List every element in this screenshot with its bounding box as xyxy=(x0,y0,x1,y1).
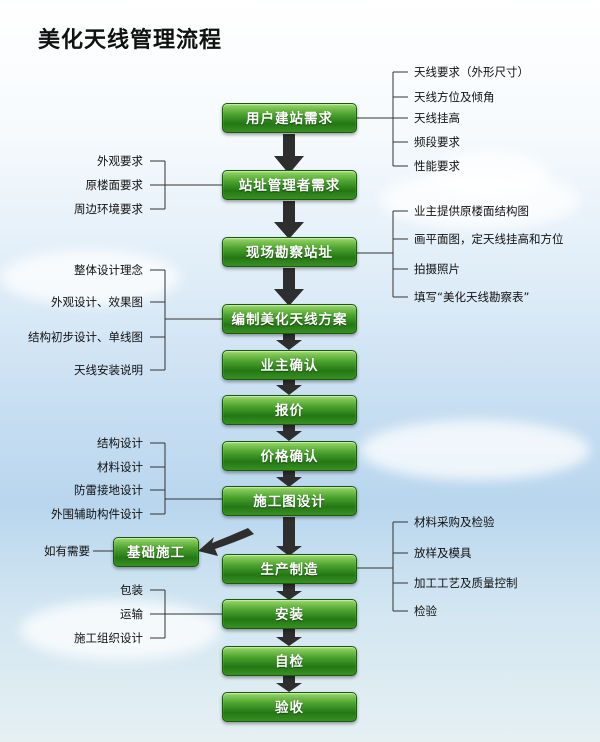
annotation-construction-drawing: 防雷接地设计 xyxy=(74,483,143,497)
annotation-design-plan: 结构初步设计、单线图 xyxy=(28,330,143,344)
step-site-survey: 现场勘察站址 xyxy=(222,237,357,267)
page-title: 美化天线管理流程 xyxy=(38,28,223,53)
annotation-site-survey: 业主提供原楼面结构图 xyxy=(414,204,529,218)
annotation-design-plan: 外观设计、效果图 xyxy=(51,295,143,309)
annotation-production: 放样及模具 xyxy=(414,546,472,560)
annotation-install: 包装 xyxy=(120,583,143,597)
cloud xyxy=(430,150,550,200)
annotation-design-plan: 整体设计理念 xyxy=(74,263,143,277)
step-construction-drawing: 施工图设计 xyxy=(222,486,357,516)
annotation-production: 加工工艺及质量控制 xyxy=(414,576,518,590)
annotation-user-request: 天线方位及倾角 xyxy=(414,90,495,104)
annotation-construction-drawing: 结构设计 xyxy=(97,436,143,450)
annotation-production: 检验 xyxy=(414,604,437,618)
annotation-user-request: 性能要求 xyxy=(414,159,460,173)
annotation-design-plan: 天线安装说明 xyxy=(74,363,143,377)
annotation-user-request: 天线要求（外形尺寸） xyxy=(414,65,529,79)
step-site-manager: 站址管理者需求 xyxy=(222,170,357,200)
annotation-production: 材料采购及检验 xyxy=(414,515,495,529)
flow-arrows xyxy=(198,134,304,692)
annotation-site-manager: 原楼面要求 xyxy=(85,178,144,192)
step-design-plan: 编制美化天线方案 xyxy=(222,304,357,334)
step-quote: 报价 xyxy=(222,395,357,425)
cloud xyxy=(20,600,220,660)
step-acceptance: 验收 xyxy=(222,692,357,722)
annotation-construction-drawing: 外围辅助构件设计 xyxy=(51,507,143,521)
annotation-site-manager: 周边环境要求 xyxy=(74,202,143,216)
step-install: 安装 xyxy=(222,599,357,629)
annotation-site-survey: 填写“美化天线勘察表” xyxy=(414,290,530,304)
annotation-site-survey: 画平面图，定天线挂高和方位 xyxy=(414,232,564,246)
annotation-install: 运输 xyxy=(120,607,143,621)
step-price-confirm: 价格确认 xyxy=(222,441,357,471)
step-user-request: 用户建站需求 xyxy=(222,103,357,133)
cloud xyxy=(0,250,180,305)
annotation-construction-drawing: 材料设计 xyxy=(97,460,143,474)
step-production: 生产制造 xyxy=(222,554,357,584)
annotation-site-survey: 拍摄照片 xyxy=(414,262,460,276)
annotation-user-request: 天线挂高 xyxy=(414,111,460,125)
cloud xyxy=(360,420,590,480)
annotation-foundation: 如有需要 xyxy=(44,544,90,558)
step-owner-confirm: 业主确认 xyxy=(222,350,357,380)
step-foundation: 基础施工 xyxy=(113,537,199,567)
annotation-site-manager: 外观要求 xyxy=(97,154,143,168)
step-self-check: 自检 xyxy=(222,646,357,676)
annotation-install: 施工组织设计 xyxy=(74,631,143,645)
annotation-user-request: 频段要求 xyxy=(414,135,460,149)
